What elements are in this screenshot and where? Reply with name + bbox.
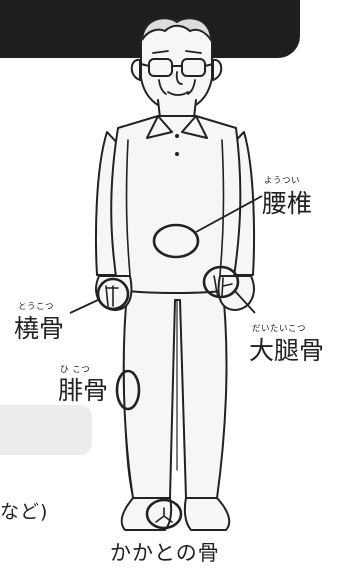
fibula-marker: [115, 369, 141, 411]
cropped-text: など): [0, 501, 49, 523]
radius-ruby: とうこつ: [18, 302, 55, 312]
lumbar-label: 腰椎: [262, 189, 313, 218]
radius-leader: [69, 299, 99, 314]
fibula-label: 腓骨: [58, 376, 109, 405]
radius-label: 橈骨: [14, 314, 65, 343]
lumbar-leader: [195, 195, 263, 233]
heel-label: かかとの骨: [110, 541, 220, 565]
fibula-ruby: ひ こつ: [60, 365, 91, 375]
femur-ruby: だいたいこつ: [252, 324, 307, 334]
radius-marker: [96, 277, 130, 311]
femur-leader: [233, 289, 256, 314]
femur-marker: [202, 265, 240, 299]
lumbar-ruby: ようつい: [264, 176, 301, 186]
femur-label: 大腿骨: [249, 336, 325, 365]
lumbar-marker: [152, 223, 200, 259]
gray-info-panel: [0, 405, 92, 455]
heel-marker: [145, 498, 183, 530]
